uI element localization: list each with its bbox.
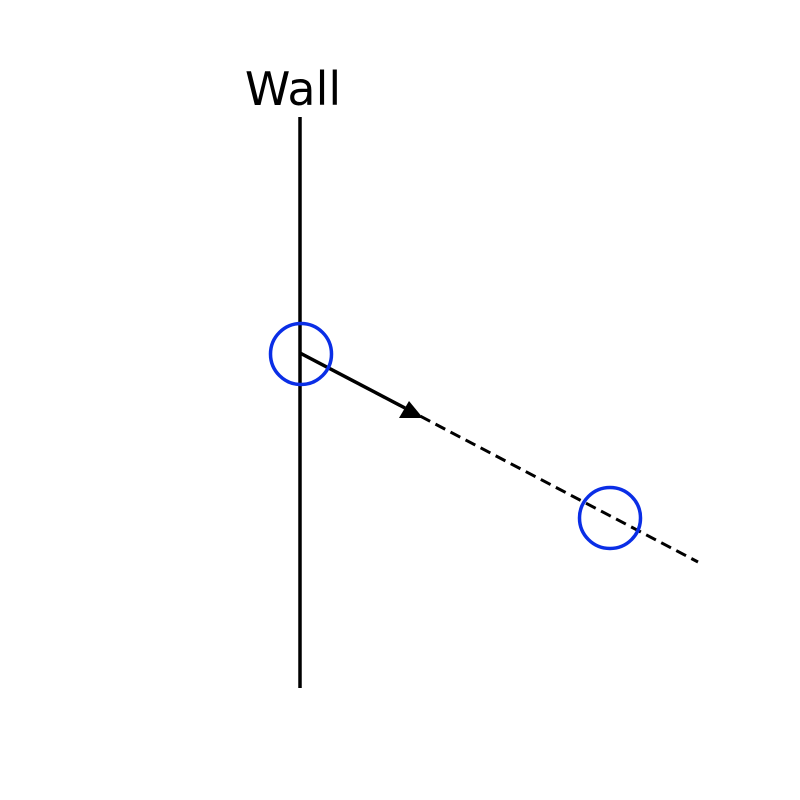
circle-start-icon xyxy=(268,321,334,387)
arrow-head-icon xyxy=(399,401,423,418)
circle-end-icon xyxy=(577,485,643,551)
wall-label: Wall xyxy=(245,62,341,116)
velocity-arrow-shaft xyxy=(299,351,406,410)
